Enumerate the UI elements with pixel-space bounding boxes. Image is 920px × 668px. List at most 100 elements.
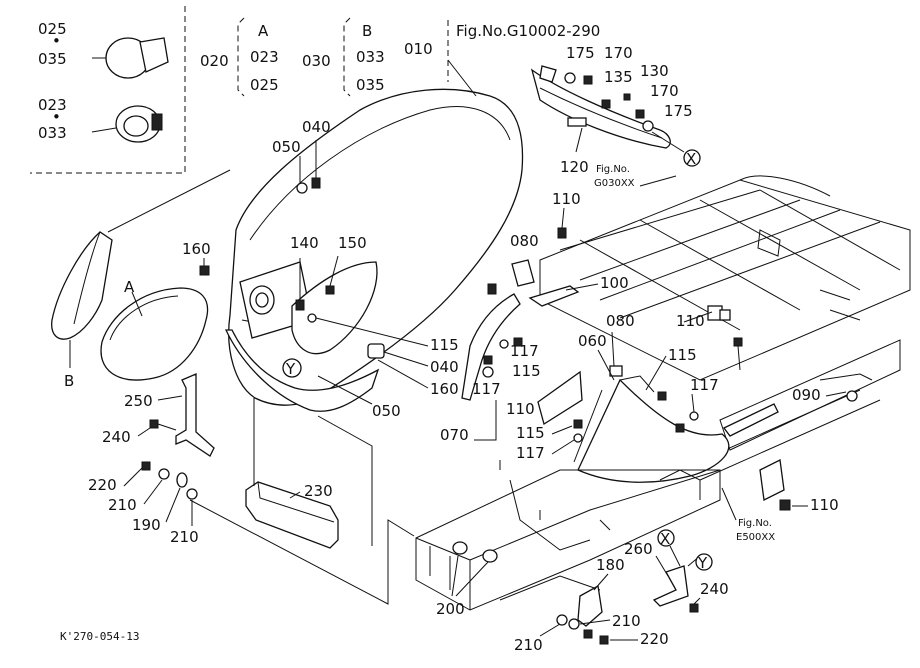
label-190: 190 [132,516,161,534]
label-115-upper: 115 [512,362,541,380]
clip-080 [609,365,623,377]
group-030-part-2: 035 [356,76,385,94]
label-110-mid: 110 [506,400,535,418]
callout-x-circle-top [683,149,701,167]
leader-210-right-a [579,619,611,625]
socket-part-label-2: 033 [38,124,67,142]
leader-x-bottom [669,545,681,567]
group-030-number: 030 [302,52,331,70]
leader-240-bolt [157,423,177,431]
label-210-left-a: 210 [108,496,137,514]
washer-117-low [573,433,583,443]
bolt-140-150 [295,255,339,323]
group-030-letter: B [362,22,372,40]
label-175-top: 175 [566,44,595,62]
panel-120 [530,65,671,149]
label-117-mid: 117 [690,376,719,394]
label-210-right-a: 210 [612,612,641,630]
label-200: 200 [436,600,465,618]
headlight-a [100,287,209,381]
drawing-caption: K'270-054-13 [60,630,139,643]
leader-230 [289,491,301,499]
label-210-right-b: 210 [514,636,543,654]
group-030: 030 B 033 035 [302,17,385,97]
inset-bulb-box: 025 • 035 023 • 033 [30,6,186,174]
bracket-090 [723,373,873,501]
callout-y-circle-bottom [695,553,713,571]
group-020-number: 020 [200,52,229,70]
leader-240-right [693,597,701,605]
bolt-240-right [689,603,699,613]
callout-y-bottom: Y [697,554,708,572]
group-020-part-1: 023 [250,48,279,66]
bolt-160 [199,258,210,276]
hood-part-010 [224,88,524,412]
leader-200-b [455,561,489,597]
leader-080-right [611,331,615,367]
bolt-115-low [573,419,583,429]
bolt-110-lower [779,499,791,511]
label-240-left: 240 [102,428,131,446]
label-140: 140 [290,234,319,252]
label-130: 130 [640,62,669,80]
leader-e500 [721,487,737,521]
ref-e500-line1: Fig.No. [738,518,772,529]
leader-g030 [639,175,677,187]
bolt-040-top [296,140,321,194]
label-160-right: 160 [430,380,459,398]
label-175-right: 175 [664,102,693,120]
label-250: 250 [124,392,153,410]
label-040-top: 040 [302,118,331,136]
mount-110-right [707,305,743,371]
group-020-part-2: 025 [250,76,279,94]
leader-210-left-a [143,479,163,505]
bolt-117-mid [675,423,685,433]
bolt-110-top [557,227,567,239]
leader-240-left [137,427,151,437]
label-070: 070 [440,426,469,444]
leader-010 [447,59,477,97]
label-100: 100 [600,274,629,292]
leader-190 [165,487,181,523]
leader-260 [655,555,669,577]
label-115-right: 115 [430,336,459,354]
leader-060 [597,349,615,381]
dot-separator: • [52,108,61,126]
figure-number: Fig.No.G10002-290 [456,22,600,40]
leader-110-right [683,311,713,323]
label-110-top: 110 [552,190,581,208]
label-230: 230 [304,482,333,500]
bracket-080-100 [511,259,580,307]
ref-e500-line2: E500XX [736,532,775,543]
guide-lines-hood [253,398,373,546]
label-220-right: 220 [640,630,669,648]
label-117-lower: 117 [472,380,501,398]
bulb-drawing [92,37,169,79]
leader-050-lower [317,375,373,405]
washer-117-mid [689,411,699,421]
group-030-part-1: 033 [356,48,385,66]
leader-210-right-b [539,623,561,637]
leader-115-right [315,317,429,347]
leader-115-low [551,425,573,435]
bolt-240-left [149,419,159,429]
bushings-200 [452,541,498,563]
callout-x-top: X [686,150,696,168]
label-180: 180 [596,556,625,574]
guide-lines-lower [189,499,415,605]
chassis-frame [415,460,721,611]
label-115-low: 115 [516,424,545,442]
bracket-mid [537,370,583,426]
leader-070 [474,400,497,441]
label-050-lower: 050 [372,402,401,420]
leader-117-low [551,439,575,455]
callout-x-bottom: X [660,530,670,548]
bracket-180 [577,584,603,627]
label-120: 120 [560,158,589,176]
label-117-upper: 117 [510,342,539,360]
leader-x-top [651,131,685,153]
leader-040-right [383,351,429,367]
label-135: 135 [604,68,633,86]
